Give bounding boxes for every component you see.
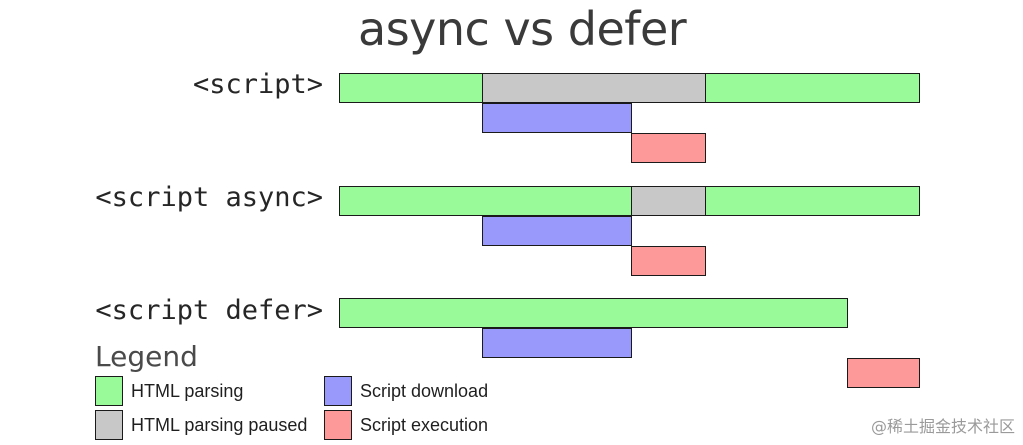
bar-script-execution-row3-seg3 xyxy=(847,358,920,388)
diagram-title: async vs defer xyxy=(358,2,687,56)
row-label-script-defer: <script defer> xyxy=(95,295,323,326)
legend-swatch-html-parsing xyxy=(95,376,123,406)
bar-script-download-row3-seg2 xyxy=(482,328,632,358)
bar-script-download-row2-seg4 xyxy=(482,216,632,246)
row-label-script: <script> xyxy=(192,69,323,100)
legend-swatch-script-execution xyxy=(324,410,352,440)
bar-html-parsing-row2-seg1 xyxy=(339,186,632,216)
bar-script-execution-row2-seg5 xyxy=(631,246,706,276)
row-label-script-async: <script async> xyxy=(95,182,323,213)
legend-label-html-parsing-paused: HTML parsing paused xyxy=(131,414,308,435)
legend-item-script-execution: Script execution xyxy=(324,410,488,440)
bar-html-parsing-row3-seg1 xyxy=(339,298,848,328)
legend-item-html-parsing: HTML parsing xyxy=(95,376,243,406)
bar-html-parsing-paused-row1-seg2 xyxy=(482,73,706,103)
legend-item-script-download: Script download xyxy=(324,376,488,406)
bar-html-parsing-paused-row2-seg2 xyxy=(631,186,706,216)
bar-html-parsing-row2-seg3 xyxy=(705,186,920,216)
legend-swatch-html-parsing-paused xyxy=(95,410,123,440)
bar-html-parsing-row1-seg1 xyxy=(339,73,483,103)
legend-label-html-parsing: HTML parsing xyxy=(131,380,244,401)
bar-html-parsing-row1-seg3 xyxy=(705,73,920,103)
watermark: @稀土掘金技术社区 xyxy=(870,417,1015,436)
bar-script-execution-row1-seg5 xyxy=(631,133,706,163)
legend-item-html-parsing-paused: HTML parsing paused xyxy=(95,410,307,440)
bar-script-download-row1-seg4 xyxy=(482,103,632,133)
legend-label-script-execution: Script execution xyxy=(360,414,489,435)
legend-label-script-download: Script download xyxy=(360,380,489,401)
legend-swatch-script-download xyxy=(324,376,352,406)
legend-title: Legend xyxy=(95,340,198,373)
